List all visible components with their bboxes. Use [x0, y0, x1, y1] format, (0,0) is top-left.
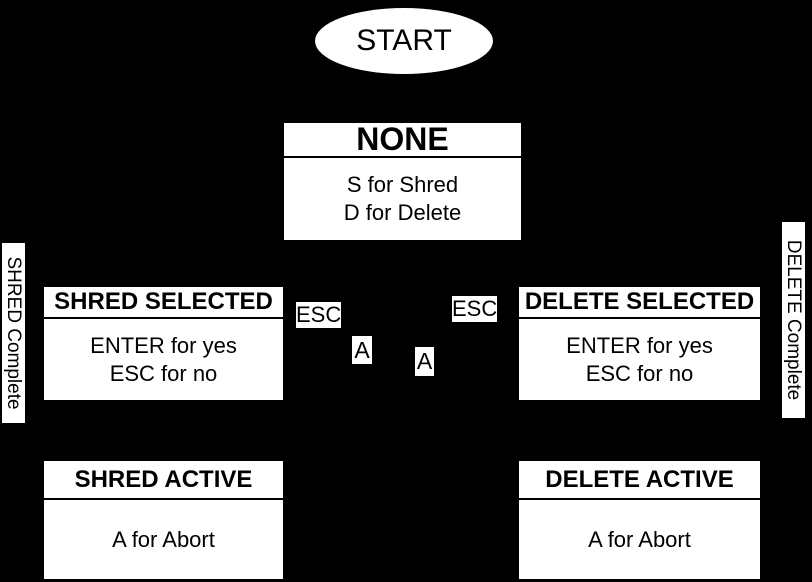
- state-body: S for Shred D for Delete: [284, 158, 521, 240]
- state-delete-active: DELETE ACTIVE A for Abort: [519, 461, 760, 579]
- edge-label-a-right: A: [415, 347, 434, 376]
- state-body: A for Abort: [44, 500, 283, 579]
- state-body-line: S for Shred: [346, 172, 459, 197]
- start-label: START: [356, 24, 452, 57]
- state-none: NONE S for Shred D for Delete: [284, 121, 521, 240]
- state-title: DELETE SELECTED: [519, 287, 760, 319]
- state-body-line: ENTER for yes: [566, 332, 713, 358]
- state-shred-selected: SHRED SELECTED ENTER for yes ESC for no: [44, 287, 283, 400]
- state-body: A for Abort: [519, 500, 760, 579]
- state-title: SHRED SELECTED: [44, 287, 283, 319]
- state-body-line: ESC for no: [585, 360, 694, 386]
- state-body-line: A for Abort: [588, 526, 691, 552]
- state-body-line: D for Delete: [343, 200, 462, 225]
- state-title: NONE: [284, 121, 521, 158]
- edge-label-shred-complete: SHRED Complete: [2, 243, 25, 423]
- start-node: START: [315, 8, 493, 74]
- state-title: DELETE ACTIVE: [519, 461, 760, 500]
- edge-label-esc-left: ESC: [296, 302, 342, 328]
- state-body-line: ENTER for yes: [90, 332, 237, 358]
- state-shred-active: SHRED ACTIVE A for Abort: [44, 461, 283, 579]
- edge-label-a-left: A: [352, 336, 372, 364]
- state-title: SHRED ACTIVE: [44, 461, 283, 500]
- state-body: ENTER for yes ESC for no: [44, 319, 283, 400]
- state-body: ENTER for yes ESC for no: [519, 319, 760, 400]
- edge-label-delete-complete: DELETE Complete: [782, 222, 805, 418]
- edge-label-esc-right: ESC: [452, 296, 498, 322]
- state-body-line: A for Abort: [112, 526, 215, 552]
- state-delete-selected: DELETE SELECTED ENTER for yes ESC for no: [519, 287, 760, 400]
- state-body-line: ESC for no: [109, 360, 218, 386]
